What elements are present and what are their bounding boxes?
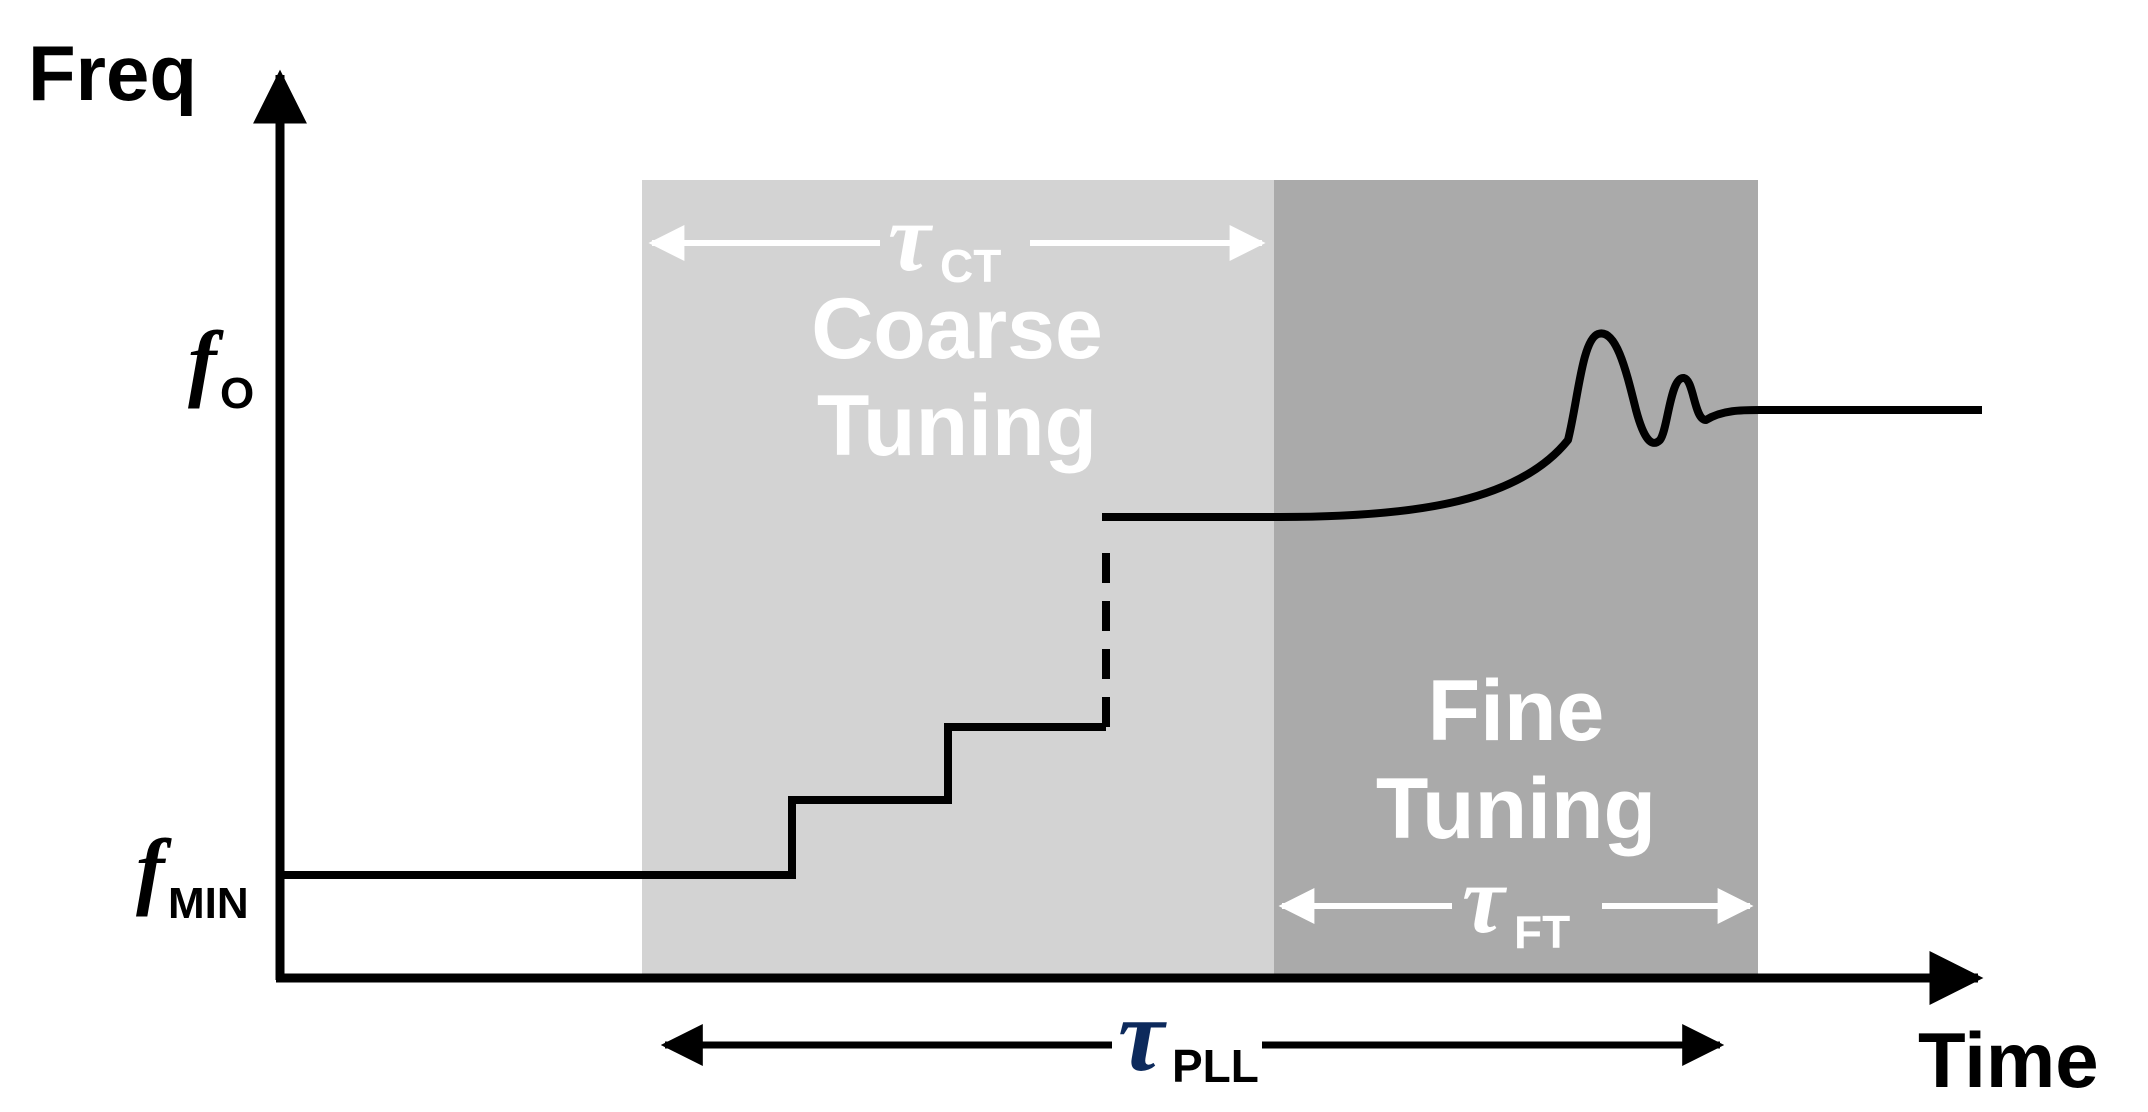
coarse-staircase-trace (280, 723, 1106, 879)
fine-tuning-region (1274, 180, 1758, 976)
f-min-symbol: f (136, 821, 172, 917)
tau-ct-label-gap (880, 200, 1030, 290)
tau-ft-subscript: FT (1514, 906, 1570, 958)
y-axis-label: Freq (28, 29, 197, 117)
tau-ct-label: τ CT (888, 184, 1001, 292)
fine-tuning-title-line1: Fine (1428, 663, 1605, 759)
coarse-tuning-region (642, 180, 1274, 976)
tau-ft-label: τ FT (1462, 846, 1570, 958)
f-o-symbol: f (188, 313, 224, 409)
f-min-label: f MIN (136, 821, 249, 928)
f-o-label: f O (188, 313, 254, 418)
coarse-tuning-title-line1: Coarse (811, 281, 1103, 377)
tau-ft-symbol: τ (1462, 846, 1508, 953)
x-axis-label: Time (1918, 1016, 2099, 1104)
f-min-subscript: MIN (168, 879, 249, 928)
tau-pll-label: τ PLL (1118, 978, 1259, 1093)
tau-pll-symbol: τ (1118, 978, 1167, 1093)
fine-tuning-title-line2: Tuning (1376, 761, 1656, 857)
f-o-subscript: O (220, 369, 254, 418)
fine-settling-trace (1102, 329, 1982, 521)
tau-pll-subscript: PLL (1172, 1040, 1259, 1092)
tau-ct-symbol: τ (888, 184, 934, 291)
tau-ft-label-gap (1452, 862, 1602, 952)
coarse-tuning-title-line2: Tuning (817, 378, 1097, 474)
tau-ct-subscript: CT (940, 240, 1001, 292)
